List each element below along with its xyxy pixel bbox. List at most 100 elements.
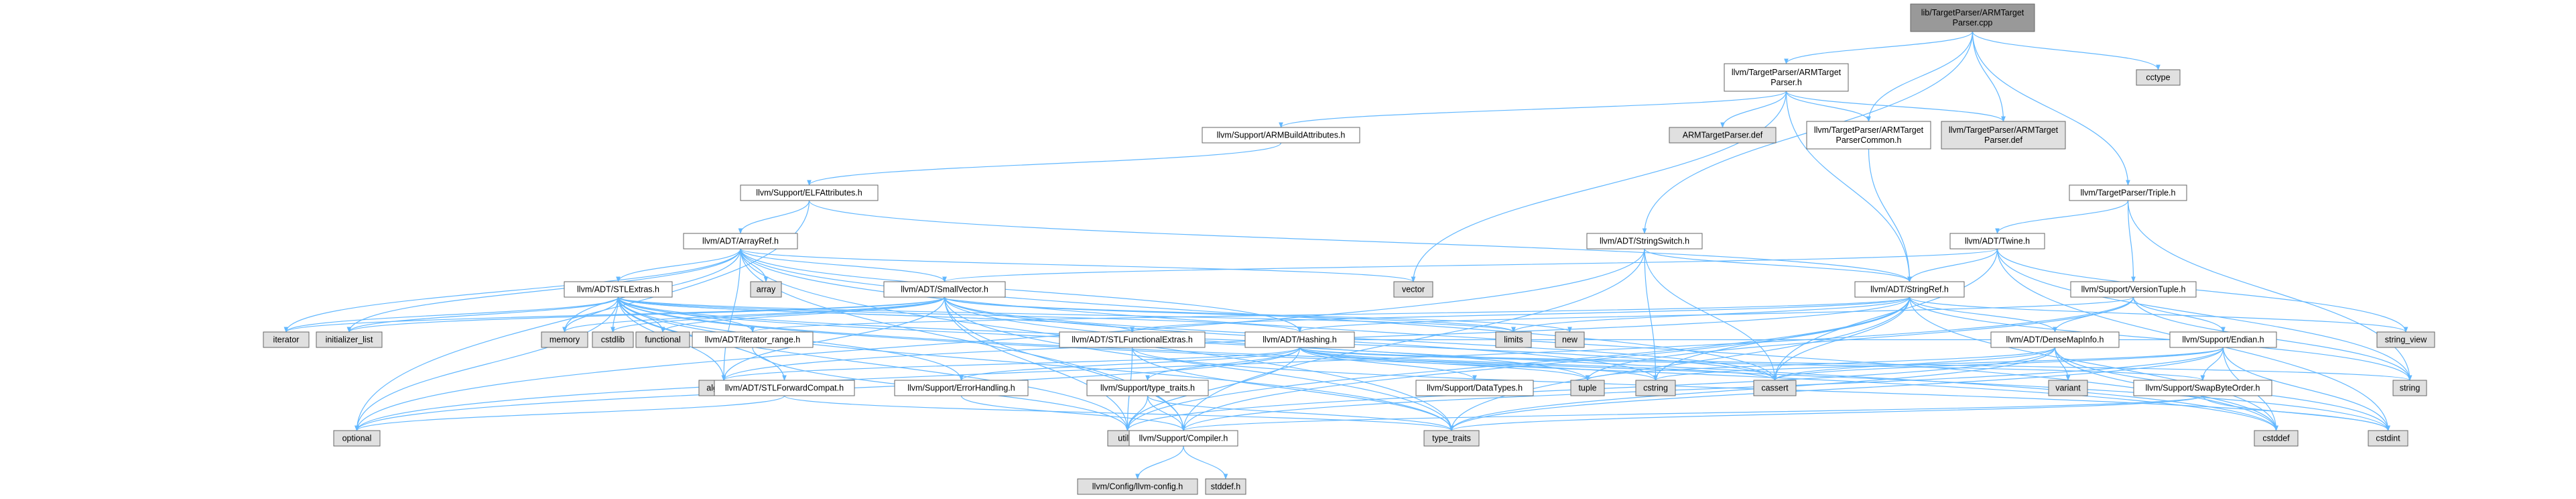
node-elfattr[interactable]: llvm/Support/ELFAttributes.h [740, 184, 879, 201]
node-errorhandling[interactable]: llvm/Support/ErrorHandling.h [894, 380, 1029, 396]
node-label: cassert [1761, 384, 1789, 393]
edge-hashing-to-typetraits_h [1145, 347, 1301, 381]
node-label: llvm/Support/type_traits.h [1100, 384, 1195, 393]
node-datatypes[interactable]: llvm/Support/DataTypes.h [1415, 380, 1534, 396]
node-versiontuple[interactable]: llvm/Support/VersionTuple.h [2070, 281, 2197, 298]
node-endian[interactable]: llvm/Support/Endian.h [2169, 331, 2277, 348]
edge-armtp_h-to-armtp_def2 [1785, 91, 2006, 122]
edge-smallvector-to-iterator [283, 296, 946, 333]
node-armtp_h[interactable]: llvm/TargetParser/ARMTargetParser.h [1724, 63, 1849, 92]
node-box [2136, 69, 2181, 86]
edge-armtp_h-to-armtp_def [1720, 91, 1787, 128]
node-string: string [2392, 380, 2427, 396]
node-stlforward[interactable]: llvm/ADT/STLForwardCompat.h [714, 380, 855, 396]
edge-hashing-to-datatypes [1299, 347, 1477, 381]
edge-stlextras-to-limits [617, 296, 1516, 333]
node-swapbyteorder[interactable]: llvm/Support/SwapByteOrder.h [2133, 380, 2272, 396]
dependency-nodes: lib/TargetParser/ARMTargetParser.cpp llvm… [263, 3, 2435, 495]
edge-arrayref-to-vector [740, 248, 1416, 282]
node-compiler[interactable]: llvm/Support/Compiler.h [1129, 430, 1238, 447]
node-box [692, 331, 814, 348]
node-stringref[interactable]: llvm/ADT/StringRef.h [1854, 281, 1965, 298]
edge-errorhandling-to-compiler [960, 395, 1186, 431]
edge-hashing-to-utility [1125, 347, 1301, 431]
node-smallvector[interactable]: llvm/ADT/SmallVector.h [883, 281, 1006, 298]
node-label: cstdlib [601, 335, 625, 345]
node-stringswitch[interactable]: llvm/ADT/StringSwitch.h [1586, 233, 1703, 249]
node-label: llvm/Support/VersionTuple.h [2081, 285, 2186, 294]
node-box [2368, 430, 2408, 447]
edge-stlextras-to-optional [355, 296, 619, 431]
node-stddef: stddef.h [1205, 478, 1246, 495]
node-label: llvm/Support/ErrorHandling.h [907, 384, 1015, 393]
node-label: llvm/ADT/iterator_range.h [705, 335, 800, 345]
edge-endian-to-swapbyteorder [2200, 347, 2224, 381]
node-box [1570, 380, 1605, 396]
edge-swapbyteorder-to-compiler [1181, 395, 2203, 431]
edge-armtp_h-to-armtpc [1785, 91, 1871, 122]
edge-stlextras-to-hashing [617, 296, 1302, 333]
edge-smallvector-to-type_traits [944, 296, 1454, 431]
node-stlfunc[interactable]: llvm/ADT/STLFunctionalExtras.h [1059, 331, 1206, 348]
edge-stlfunc-to-stlextras [616, 296, 1133, 333]
node-label: tuple [1578, 384, 1596, 393]
node-stlextras[interactable]: llvm/ADT/STLExtras.h [564, 281, 673, 298]
node-box [1753, 380, 1797, 396]
node-triple[interactable]: llvm/TargetParser/Triple.h [2069, 184, 2187, 201]
edge-stlextras-to-initlist [346, 296, 619, 333]
node-label: llvm/ADT/DenseMapInfo.h [2006, 335, 2104, 345]
node-hashing[interactable]: llvm/ADT/Hashing.h [1244, 331, 1355, 348]
node-cstring: cstring [1635, 380, 1676, 396]
edge-densemapinfo-to-cassert [1773, 347, 2056, 381]
edge-smallvector-to-cstdlib [610, 296, 946, 333]
node-label: cstdint [2376, 434, 2400, 443]
node-label: string [2400, 384, 2421, 393]
node-label: string_view [2385, 335, 2427, 345]
node-box [635, 331, 690, 348]
node-functional: functional [635, 331, 690, 348]
node-box [564, 281, 673, 298]
edge-smallvector-to-cassert [944, 296, 1777, 381]
edge-smallvector-to-limits [944, 296, 1516, 333]
node-twine[interactable]: llvm/ADT/Twine.h [1949, 233, 2045, 249]
edge-elfattr-to-arrayref [738, 200, 810, 234]
node-array: array [750, 281, 782, 298]
edge-hashing-to-errorhandling [959, 347, 1301, 381]
node-type_traits: type_traits [1423, 430, 1480, 447]
node-label: llvm/Support/Compiler.h [1139, 434, 1228, 443]
edge-twine-to-smallvector [942, 248, 1998, 282]
node-label: llvm/ADT/Twine.h [1965, 237, 2030, 246]
edge-root-to-armtpc [1866, 31, 1974, 122]
node-armbuild[interactable]: llvm/Support/ARMBuildAttributes.h [1202, 127, 1360, 144]
edge-stringswitch-to-stringref [1644, 248, 1912, 282]
node-box [1724, 63, 1849, 92]
node-box [1586, 233, 1703, 249]
node-box [714, 380, 855, 396]
node-iterrange[interactable]: llvm/ADT/iterator_range.h [692, 331, 814, 348]
edge-elfattr-to-stringref [808, 200, 1912, 282]
edge-twine-to-string_view [1996, 248, 2408, 333]
node-label: limits [1504, 335, 1523, 345]
node-label: llvm/ADT/StringSwitch.h [1600, 237, 1689, 246]
node-root[interactable]: lib/TargetParser/ARMTargetParser.cpp [1910, 3, 2035, 32]
node-cstdint: cstdint [2368, 430, 2408, 447]
node-label: llvm/Support/ARMBuildAttributes.h [1217, 131, 1346, 140]
node-box [894, 380, 1029, 396]
node-label: optional [342, 434, 372, 443]
node-label: stddef.h [1211, 482, 1241, 492]
edge-hashing-to-cstring [1299, 347, 1658, 381]
edge-root-to-armtp_h [1784, 31, 1974, 64]
node-label: llvm/Support/ELFAttributes.h [756, 188, 862, 198]
node-box [1202, 127, 1360, 144]
node-label: llvm/ADT/Hashing.h [1263, 335, 1336, 345]
node-arrayref[interactable]: llvm/ADT/ArrayRef.h [683, 233, 798, 249]
node-typetraits_h[interactable]: llvm/Support/type_traits.h [1086, 380, 1209, 396]
node-label: new [1562, 335, 1578, 345]
node-label: llvm/ADT/STLExtras.h [577, 285, 659, 294]
node-llvmconfig: llvm/Config/llvm-config.h [1077, 478, 1198, 495]
node-densemapinfo[interactable]: llvm/ADT/DenseMapInfo.h [1990, 331, 2120, 348]
edge-stringref-to-string_view [1909, 296, 2408, 333]
node-box [2254, 430, 2299, 447]
node-box [2376, 331, 2435, 348]
node-armtpc[interactable]: llvm/TargetParser/ARMTargetParserCommon.… [1806, 121, 1931, 150]
